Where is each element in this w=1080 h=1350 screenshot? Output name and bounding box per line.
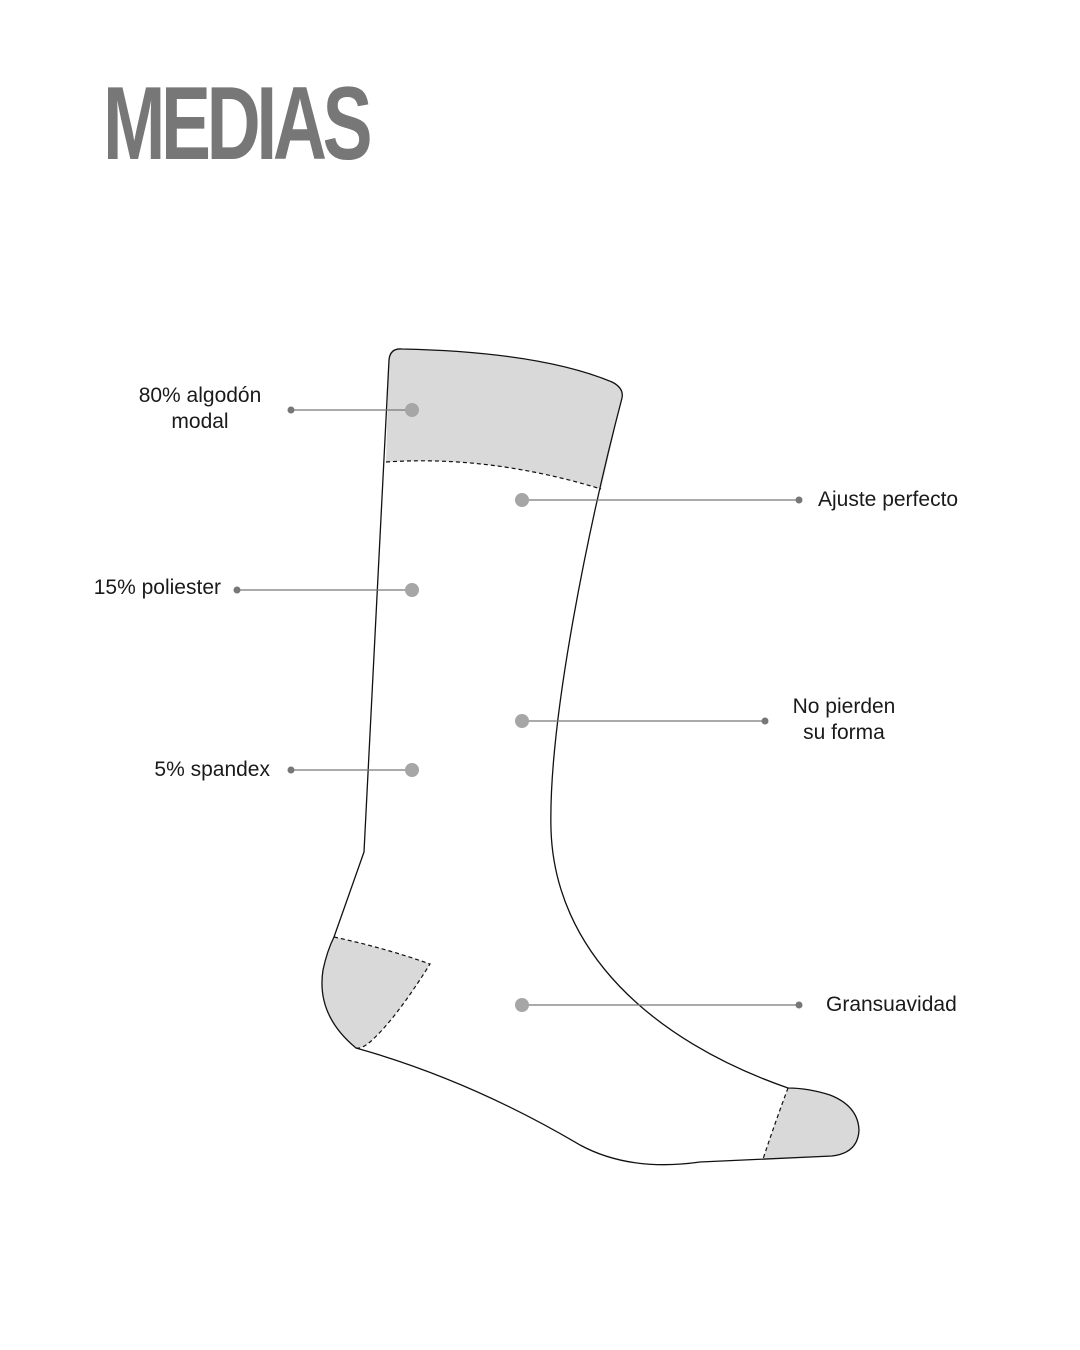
leader-poliester xyxy=(233,583,419,597)
label-ajuste: Ajuste perfecto xyxy=(818,487,958,513)
cuff-seam xyxy=(385,460,602,490)
sock-outline xyxy=(321,348,860,1166)
leader-algodon xyxy=(287,403,419,417)
label-line: Ajuste perfecto xyxy=(818,488,959,511)
page-title: MEDIAS xyxy=(103,66,373,182)
label-line: su forma xyxy=(803,721,885,744)
label-line: modal xyxy=(171,410,229,433)
sock-cuff xyxy=(386,348,623,489)
leader-forma xyxy=(515,714,769,728)
label-algodon: 80% algodón modal xyxy=(120,383,280,435)
label-poliester: 15% poliester xyxy=(40,575,221,601)
toe-seam xyxy=(762,1087,789,1160)
leader-spandex xyxy=(287,763,419,777)
sock-toe xyxy=(763,1088,859,1159)
label-line: 15% poliester xyxy=(93,576,221,599)
label-line: Gransuavidad xyxy=(826,993,957,1016)
label-suavidad: Gransuavidad xyxy=(826,992,957,1018)
leader-suavidad xyxy=(515,998,803,1012)
label-spandex: 5% spandex xyxy=(100,757,270,783)
sock-heel xyxy=(321,937,430,1049)
label-forma: No pierden su forma xyxy=(774,694,914,746)
heel-seam xyxy=(333,936,431,1049)
leader-ajuste xyxy=(515,493,803,507)
label-line: 80% algodón xyxy=(138,384,262,407)
label-line: No pierden xyxy=(792,695,896,718)
label-line: 5% spandex xyxy=(154,758,270,781)
